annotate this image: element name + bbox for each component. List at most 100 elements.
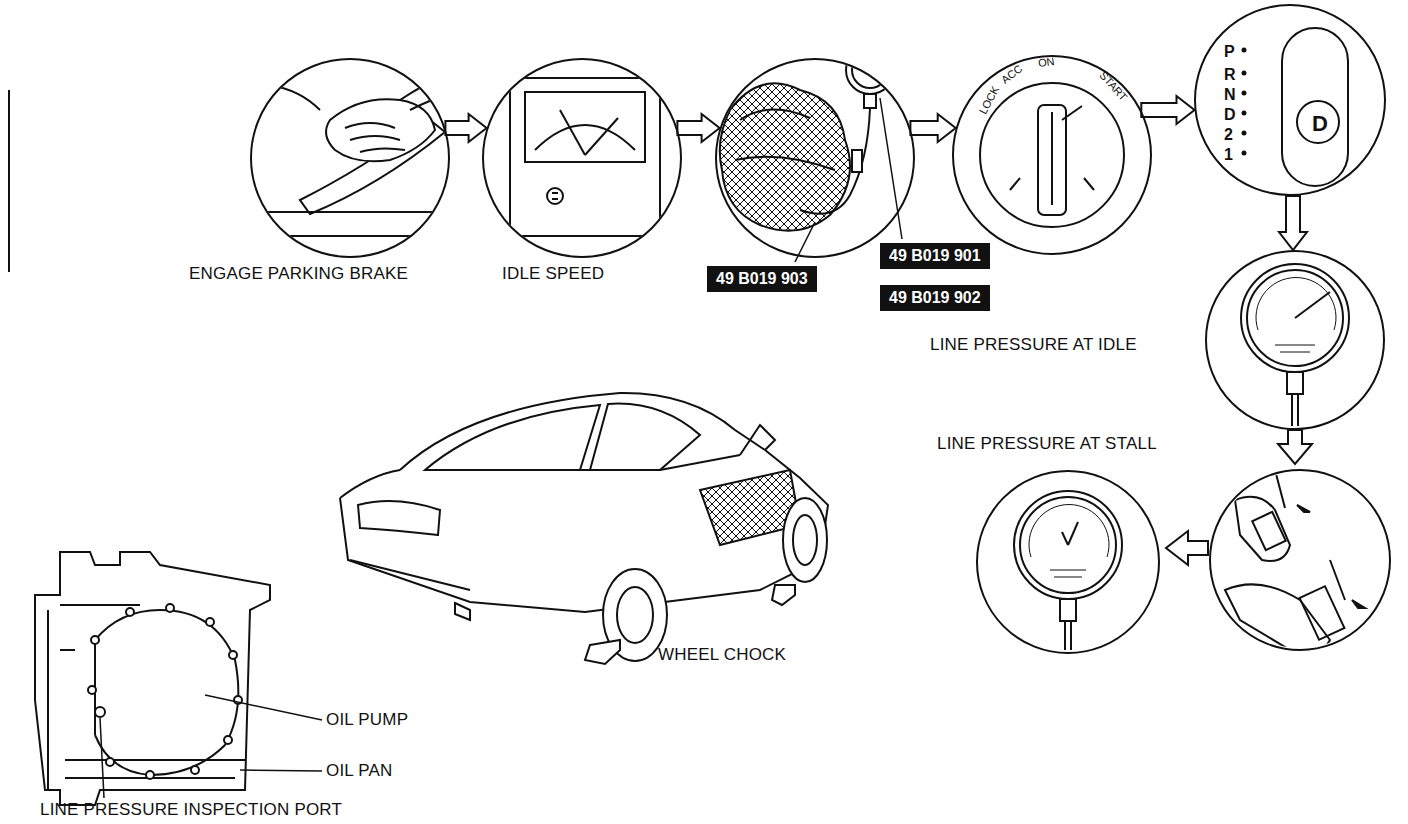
- illustration-part: [795, 222, 815, 262]
- illustration-part: [1297, 505, 1365, 608]
- illustration-part: [8, 90, 10, 272]
- illustration-part: [720, 46, 894, 231]
- illustration-part: [47, 610, 49, 790]
- illustration-part: [1242, 111, 1247, 116]
- step-circle: LINE PRESSURE AT STALL: [976, 470, 1160, 654]
- illustration-part: [1297, 394, 1299, 426]
- illustration-part: [400, 70, 460, 110]
- illustration-part: [240, 770, 322, 771]
- illustration-part: [1038, 105, 1066, 215]
- illustration-part: [1062, 532, 1068, 545]
- illustration-part: [1241, 264, 1349, 372]
- illustration-group: [9, 28, 1390, 805]
- illustration-part: [1068, 522, 1078, 545]
- illustration-part: [1225, 584, 1330, 653]
- illustration-part: [1064, 621, 1066, 650]
- illustration-part: [35, 552, 270, 805]
- illustration-part: [60, 605, 140, 650]
- illustration-part: [88, 604, 242, 779]
- illustration-part: [1010, 178, 1094, 190]
- illustration-part: [1070, 621, 1072, 650]
- illustration-part: [1242, 71, 1247, 76]
- illustration-part: [100, 718, 104, 798]
- illustration-part: [1166, 531, 1208, 565]
- illustration-part: [793, 515, 817, 565]
- illustration-part: [400, 393, 765, 470]
- illustration-part: [1256, 278, 1336, 330]
- illustration-part: [870, 58, 882, 70]
- tool-number: 49 B019 901: [880, 243, 990, 269]
- illustration-part: [1300, 586, 1345, 640]
- illustration-part: [585, 118, 618, 155]
- part-label: OIL PUMP: [326, 710, 408, 730]
- illustration-part: [1295, 292, 1330, 318]
- illustration-part: [146, 771, 154, 779]
- illustration-part: [166, 604, 174, 612]
- illustration-part: [640, 236, 670, 255]
- illustration-part: [1297, 101, 1339, 143]
- illustration-part: [262, 235, 440, 237]
- illustration-part: [735, 109, 835, 170]
- switch-position: ON: [1037, 55, 1055, 69]
- illustration-part: [880, 98, 902, 239]
- step-caption: LINE PRESSURE AT IDLE: [930, 335, 1137, 355]
- illustration-part: [455, 603, 470, 620]
- switch-position: START: [1097, 69, 1129, 103]
- illustration-part: [350, 560, 470, 590]
- illustration-part: [95, 707, 105, 717]
- illustration-part: [1062, 106, 1082, 120]
- gear-letter: 1: [1224, 146, 1233, 164]
- step-caption: LINE PRESSURE AT STALL: [937, 434, 1157, 454]
- illustration-part: [852, 52, 888, 88]
- illustration-part: [229, 651, 237, 659]
- step-circle: PRND21D: [1194, 4, 1386, 196]
- illustration-part: [358, 501, 440, 535]
- gear-letter: D: [1224, 106, 1236, 124]
- illustration-part: [552, 193, 558, 199]
- illustration-part: [91, 636, 99, 644]
- illustration-part: [65, 759, 245, 761]
- illustration-part: [250, 70, 460, 236]
- illustration-part: [425, 405, 600, 470]
- illustration-part: [270, 85, 320, 110]
- illustration-part: [1282, 28, 1348, 186]
- switch-position: LOCK: [977, 84, 1002, 116]
- illustration-part: [1235, 497, 1290, 561]
- gear-letter: 2: [1224, 126, 1233, 144]
- illustration-part: [1275, 470, 1285, 508]
- gear-letter: R: [1224, 66, 1236, 84]
- illustration-part: [1242, 48, 1247, 156]
- illustration-part: [1252, 512, 1285, 550]
- illustration-part: [846, 46, 894, 94]
- step-circle: 49 B019 90349 B019 90149 B019 902: [715, 58, 915, 258]
- illustration-part: [510, 78, 660, 236]
- illustration-part: [783, 498, 827, 582]
- part-label: WHEEL CHOCK: [658, 645, 786, 665]
- illustration-part: [980, 83, 1124, 227]
- step-circle: IDLE SPEED: [482, 58, 682, 258]
- illustration-part: [340, 470, 400, 498]
- gear-letter: N: [1224, 86, 1236, 104]
- step-arrow: [910, 114, 955, 142]
- illustration-part: [580, 455, 740, 470]
- illustration-part: [326, 99, 435, 161]
- illustration-part: [205, 695, 322, 720]
- step-circle: LINE PRESSURE AT IDLE: [1205, 250, 1385, 430]
- gear-letter: D: [1312, 112, 1328, 136]
- illustration-part: [191, 766, 199, 774]
- illustration-part: [1278, 430, 1312, 464]
- illustration-part: [547, 188, 563, 204]
- illustration-part: [340, 450, 828, 612]
- illustration-part: [106, 758, 114, 766]
- illustration-part: [772, 585, 795, 605]
- illustration-part: [1225, 470, 1365, 653]
- illustration-part: [590, 404, 700, 470]
- step-arrow: [1141, 96, 1194, 124]
- illustration-part: [1051, 112, 1053, 205]
- step-arrow: [677, 114, 719, 142]
- illustration-part: [1247, 270, 1343, 366]
- switch-position: ACC: [999, 62, 1025, 86]
